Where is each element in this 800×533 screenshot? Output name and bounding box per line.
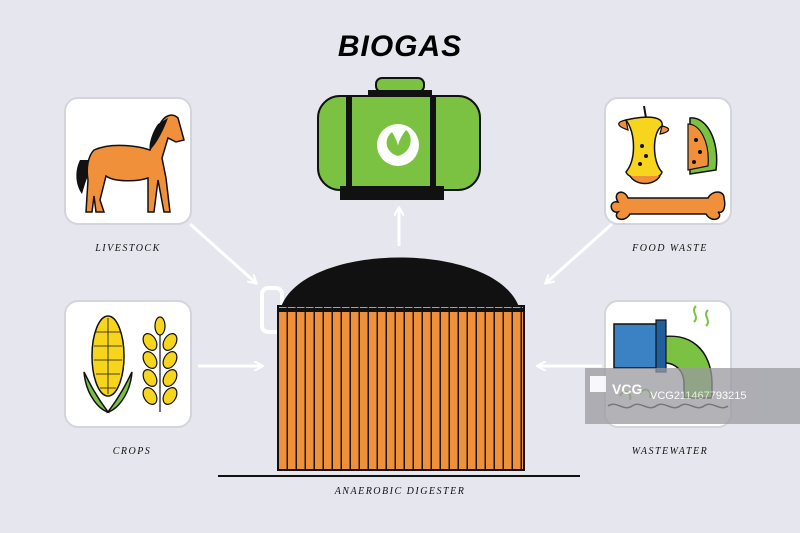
livestock-label: LIVESTOCK	[95, 243, 161, 254]
digester-label: ANAEROBIC DIGESTER	[334, 486, 466, 497]
food-waste-label: FOOD WASTE	[632, 243, 708, 254]
arrow-livestock	[189, 222, 256, 283]
watermark-brand: VCG	[612, 381, 642, 397]
watermark-id: VCG211467793215	[650, 390, 746, 402]
gas-tank-icon	[317, 77, 481, 200]
page-title: BIOGAS	[337, 30, 463, 63]
wheat-icon	[142, 316, 178, 412]
leaf-icon	[377, 124, 419, 166]
corn-icon	[83, 315, 133, 414]
watermelon-slice-icon	[687, 117, 718, 175]
arrows	[189, 208, 613, 366]
watermark: VCG VCG211467793215	[585, 368, 800, 424]
bone-icon	[610, 191, 726, 221]
arrow-food-waste	[546, 222, 613, 283]
wastewater-label: WASTEWATER	[631, 446, 709, 457]
crops-label: CROPS	[112, 446, 152, 457]
apple-core-icon	[618, 105, 670, 185]
horse-icon	[76, 114, 185, 213]
digester-icon	[218, 257, 580, 477]
